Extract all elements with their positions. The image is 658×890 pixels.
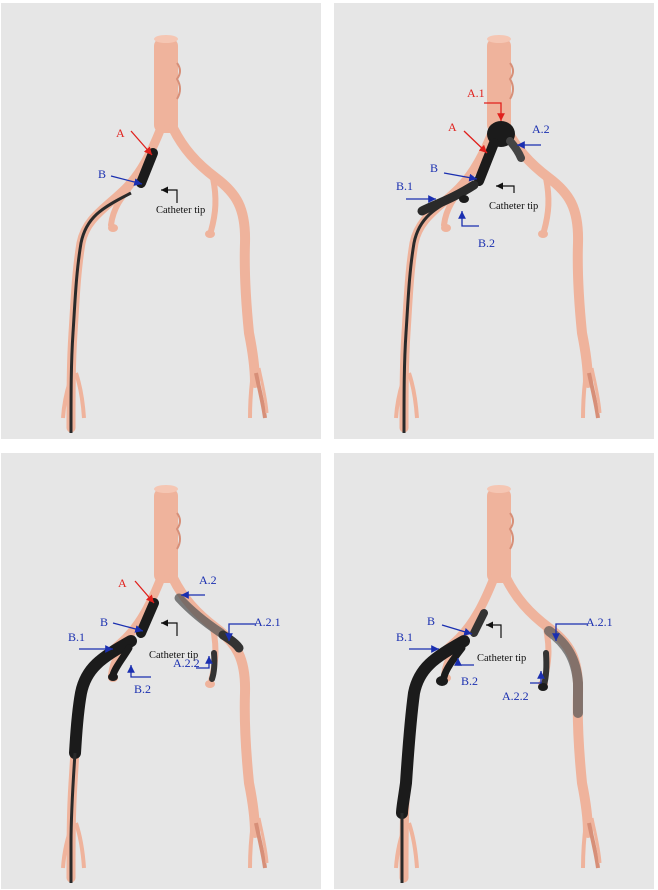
arrow-catheter <box>496 186 514 193</box>
label-b2: B.2 <box>134 682 151 696</box>
label-a22: A.2.2 <box>173 656 200 670</box>
label-a22: A.2.2 <box>502 689 529 703</box>
label-a21: A.2.1 <box>254 615 281 629</box>
label-a: A <box>448 120 457 134</box>
label-b1: B.1 <box>68 630 85 644</box>
arrow-b2 <box>462 211 479 226</box>
label-b: B <box>100 615 108 629</box>
label-b: B <box>98 167 106 181</box>
label-b2: B.2 <box>461 674 478 688</box>
vessel-diagram-1: A B Catheter tip <box>1 3 321 439</box>
vessel-diagram-4: B A.2.1 B.1 Catheter tip A.2.2 B.2 <box>334 453 654 889</box>
vessel-diagram-3: A A.2 B A.2.1 B.1 Catheter tip A.2.2 B.2 <box>1 453 321 889</box>
arrow-a22 <box>530 671 541 683</box>
vessel-diagram-2: A.1 A A.2 B B.1 Catheter tip B.2 <box>334 3 654 439</box>
label-b1: B.1 <box>396 179 413 193</box>
label-a: A <box>116 126 125 140</box>
arrow-catheter <box>486 625 501 638</box>
panel-2: A.1 A A.2 B B.1 Catheter tip B.2 <box>334 3 654 439</box>
label-a2: A.2 <box>199 573 217 587</box>
label-a21: A.2.1 <box>586 615 613 629</box>
label-b2: B.2 <box>478 236 495 250</box>
arrow-a <box>131 131 152 155</box>
panel-4: B A.2.1 B.1 Catheter tip A.2.2 B.2 <box>334 453 654 889</box>
label-a: A <box>118 576 127 590</box>
label-b: B <box>430 161 438 175</box>
panel-3: A A.2 B A.2.1 B.1 Catheter tip A.2.2 B.2 <box>1 453 321 889</box>
label-b1: B.1 <box>396 630 413 644</box>
label-catheter-tip: Catheter tip <box>156 205 205 216</box>
arrow-catheter <box>161 190 177 203</box>
label-catheter-tip: Catheter tip <box>489 201 538 212</box>
label-a1: A.1 <box>467 86 485 100</box>
arrow-b2 <box>458 658 474 665</box>
label-b: B <box>427 614 435 628</box>
label-a2: A.2 <box>532 122 550 136</box>
label-catheter-tip: Catheter tip <box>477 653 526 664</box>
arrow-b2 <box>131 665 151 677</box>
panel-1: A B Catheter tip <box>1 3 321 439</box>
arrow-catheter <box>161 623 177 636</box>
